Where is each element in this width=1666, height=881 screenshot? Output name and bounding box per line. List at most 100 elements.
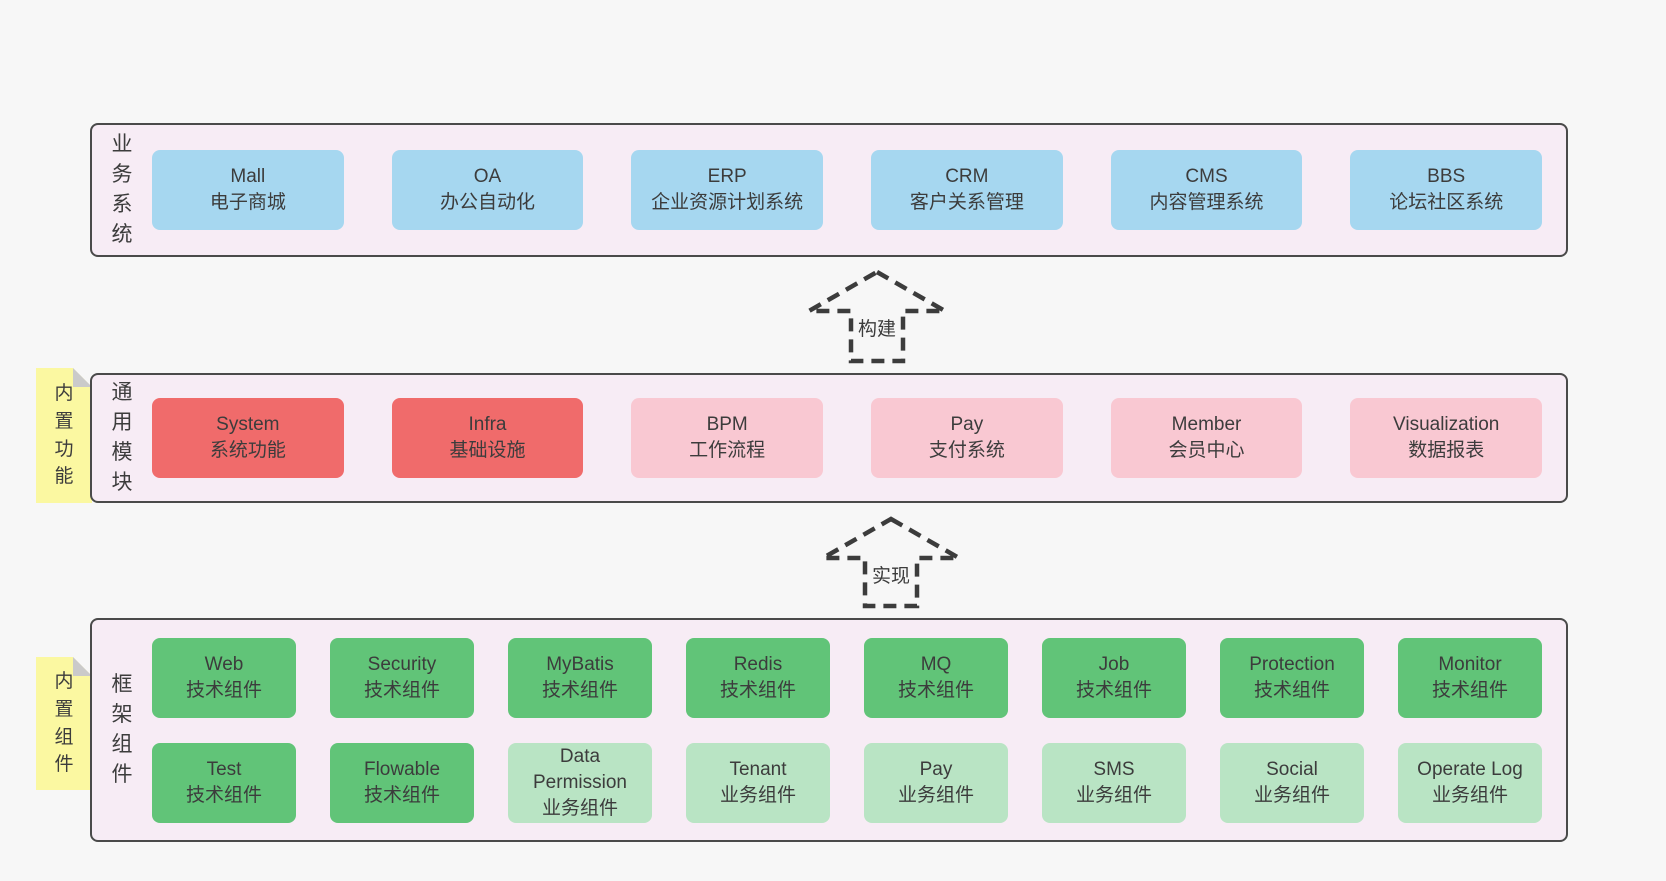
box-protection: Protection 技术组件 [1220,637,1364,718]
box-job: Job 技术组件 [1042,637,1186,718]
box-visualization: Visualization 数据报表 [1350,398,1543,478]
box-sms: SMS 业务组件 [1042,742,1186,823]
box-name: BBS [1427,166,1466,187]
box-desc: 业务组件 [1431,784,1508,806]
box-desc: 技术组件 [1431,679,1508,701]
box-web: Web 技术组件 [152,637,296,718]
box-social: Social 业务组件 [1220,742,1364,823]
box-name: CMS [1185,166,1228,187]
panel-label: 框架组件 [111,673,133,786]
box-name: Redis [733,653,783,675]
box-name: Flowable [363,758,441,780]
box-bbs: BBS 论坛社区系统 [1350,150,1543,230]
box-name: Pay [919,758,953,780]
box-name: Web [204,653,244,675]
tech-components-row: Web 技术组件 Security 技术组件 MyBatis 技术组件 Redi… [152,637,1542,718]
box-desc: 业务组件 [541,797,618,819]
box-name: Monitor [1438,653,1502,675]
sticky-note-label: 内置功能 [54,383,74,488]
box-name: Job [1098,653,1130,675]
box-desc: 企业资源计划系统 [651,192,804,213]
box-name: Member [1171,414,1242,435]
box-desc: 电子商城 [209,192,286,213]
biz-components-row: Test 技术组件 Flowable 技术组件 Data Permission … [152,742,1542,823]
box-desc: 业务组件 [897,784,974,806]
framework-components-rows: Web 技术组件 Security 技术组件 MyBatis 技术组件 Redi… [152,637,1542,823]
arrow-label-implement: 实现 [869,561,913,588]
box-desc: 技术组件 [185,784,262,806]
box-desc: 技术组件 [541,679,618,701]
box-name: Pay [950,414,984,435]
box-infra: Infra 基础设施 [391,398,584,478]
panel-label: 通用模块 [111,381,133,494]
box-desc: 技术组件 [185,679,262,701]
box-desc: 支付系统 [928,440,1005,461]
box-pay-component: Pay 业务组件 [864,742,1008,823]
box-name: Tenant [729,758,787,780]
sticky-note-label: 内置组件 [54,671,74,776]
box-desc: 数据报表 [1408,440,1485,461]
box-desc: 业务组件 [1253,784,1330,806]
box-name: Operate Log [1417,758,1523,780]
box-data-permission: Data Permission 业务组件 [508,742,652,823]
box-redis: Redis 技术组件 [686,637,830,718]
box-name: CRM [945,166,989,187]
box-mybatis: MyBatis 技术组件 [508,637,652,718]
box-tenant: Tenant 业务组件 [686,742,830,823]
box-name: Visualization [1393,414,1500,435]
dashed-up-arrow-icon [819,516,963,609]
panel-business-systems: 业务系统 Mall 电子商城 OA 办公自动化 ERP 企业资源计划系统 CRM… [90,123,1568,257]
box-desc: 业务组件 [1075,784,1152,806]
box-desc: 技术组件 [363,679,440,701]
box-name: SMS [1093,758,1135,780]
box-crm: CRM 客户关系管理 [871,150,1063,230]
box-oa: OA 办公自动化 [391,150,584,230]
panel-common-modules: 通用模块 System 系统功能 Infra 基础设施 BPM 工作流程 Pay… [90,373,1568,503]
box-bpm: BPM 工作流程 [631,398,824,478]
box-desc: 系统功能 [209,440,286,461]
box-name: MyBatis [546,653,614,675]
box-desc: 技术组件 [719,679,796,701]
up-arrow-build: 构建 [805,268,949,365]
business-systems-row: Mall 电子商城 OA 办公自动化 ERP 企业资源计划系统 CRM 客户关系… [152,150,1543,230]
box-name: Infra [468,414,507,435]
box-name: Test [206,758,242,780]
box-desc: 业务组件 [719,784,796,806]
panel-label: 业务系统 [111,133,133,246]
box-flowable: Flowable 技术组件 [330,742,474,823]
box-erp: ERP 企业资源计划系统 [631,150,824,230]
box-cms: CMS 内容管理系统 [1110,150,1303,230]
box-name: OA [473,166,502,187]
box-name: Security [367,653,437,675]
box-system: System 系统功能 [152,398,344,478]
box-desc: 技术组件 [897,679,974,701]
dashed-up-arrow-icon [805,269,949,364]
up-arrow-implement: 实现 [819,515,963,610]
box-desc: 基础设施 [449,440,526,461]
box-security: Security 技术组件 [330,637,474,718]
sticky-note-builtin-components: 内置组件 [36,657,92,790]
box-desc: 技术组件 [363,784,440,806]
box-monitor: Monitor 技术组件 [1398,637,1542,718]
sticky-note-builtin-features: 内置功能 [36,368,92,503]
common-modules-row: System 系统功能 Infra 基础设施 BPM 工作流程 Pay 支付系统… [152,398,1543,478]
box-name: Mall [230,166,266,187]
box-name: System [216,414,280,435]
arrow-label-build: 构建 [855,314,899,341]
box-mq: MQ 技术组件 [864,637,1008,718]
box-desc: 技术组件 [1075,679,1152,701]
box-mall: Mall 电子商城 [152,150,344,230]
box-name: Social [1266,758,1318,780]
box-desc: 技术组件 [1253,679,1330,701]
box-name: BPM [706,414,748,435]
box-desc: 会员中心 [1168,440,1245,461]
panel-framework-components: 框架组件 Web 技术组件 Security 技术组件 MyBatis 技术组件… [90,618,1568,842]
box-desc: 论坛社区系统 [1389,192,1504,213]
box-pay-system: Pay 支付系统 [871,398,1063,478]
box-name: Protection [1249,653,1335,675]
box-name: ERP [707,166,747,187]
box-desc: 办公自动化 [440,192,536,213]
box-desc: 工作流程 [689,440,766,461]
box-name: MQ [920,653,952,675]
